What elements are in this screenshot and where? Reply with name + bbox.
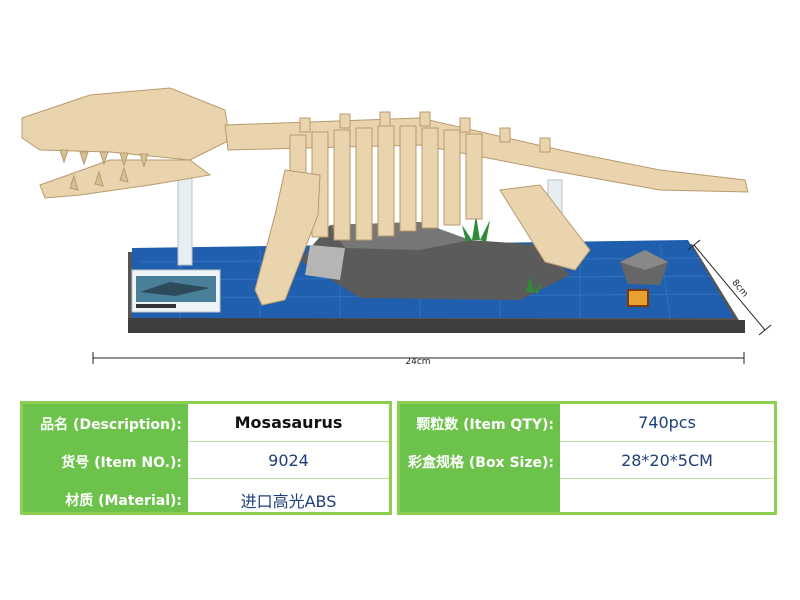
mosasaurus-skeleton (21, 87, 749, 306)
item-qty-value: 740pcs (638, 413, 696, 432)
width-dimension (687, 239, 772, 336)
description-value: Mosasaurus (234, 413, 343, 432)
row-divider (560, 441, 774, 442)
display-sign (131, 269, 221, 313)
seaweed (462, 215, 542, 294)
length-dimension (92, 352, 745, 364)
length-label: 24cm (405, 357, 430, 367)
box-size-value: 28*20*5CM (621, 451, 713, 470)
item-qty-label: 颗粒数 (Item QTY): (416, 417, 554, 433)
row-divider (188, 478, 389, 479)
rock-formation (300, 222, 668, 300)
spec-table-right: 颗粒数 (Item QTY): 彩盒规格 (Box Size): 740pcs … (397, 401, 777, 515)
spec-label-column: 颗粒数 (Item QTY): 彩盒规格 (Box Size): (400, 404, 560, 512)
row-divider (188, 441, 389, 442)
product-photo: 24cm 8cm (21, 87, 772, 367)
description-label: 品名 (Description): (40, 417, 182, 433)
item-number-value: 9024 (268, 451, 309, 470)
material-label: 材质 (Material): (65, 493, 182, 509)
clear-support (177, 169, 193, 266)
width-label: 8cm (729, 278, 749, 299)
material-value: 进口高光ABS (240, 492, 337, 511)
spec-label-column: 品名 (Description): 货号 (Item NO.): 材质 (Mat… (23, 404, 188, 512)
item-number-label: 货号 (Item NO.): (61, 455, 182, 471)
mini-placard (627, 289, 649, 307)
box-size-label: 彩盒规格 (Box Size): (408, 455, 554, 471)
spec-table-left: 品名 (Description): 货号 (Item NO.): 材质 (Mat… (20, 401, 392, 515)
row-divider (560, 478, 774, 479)
